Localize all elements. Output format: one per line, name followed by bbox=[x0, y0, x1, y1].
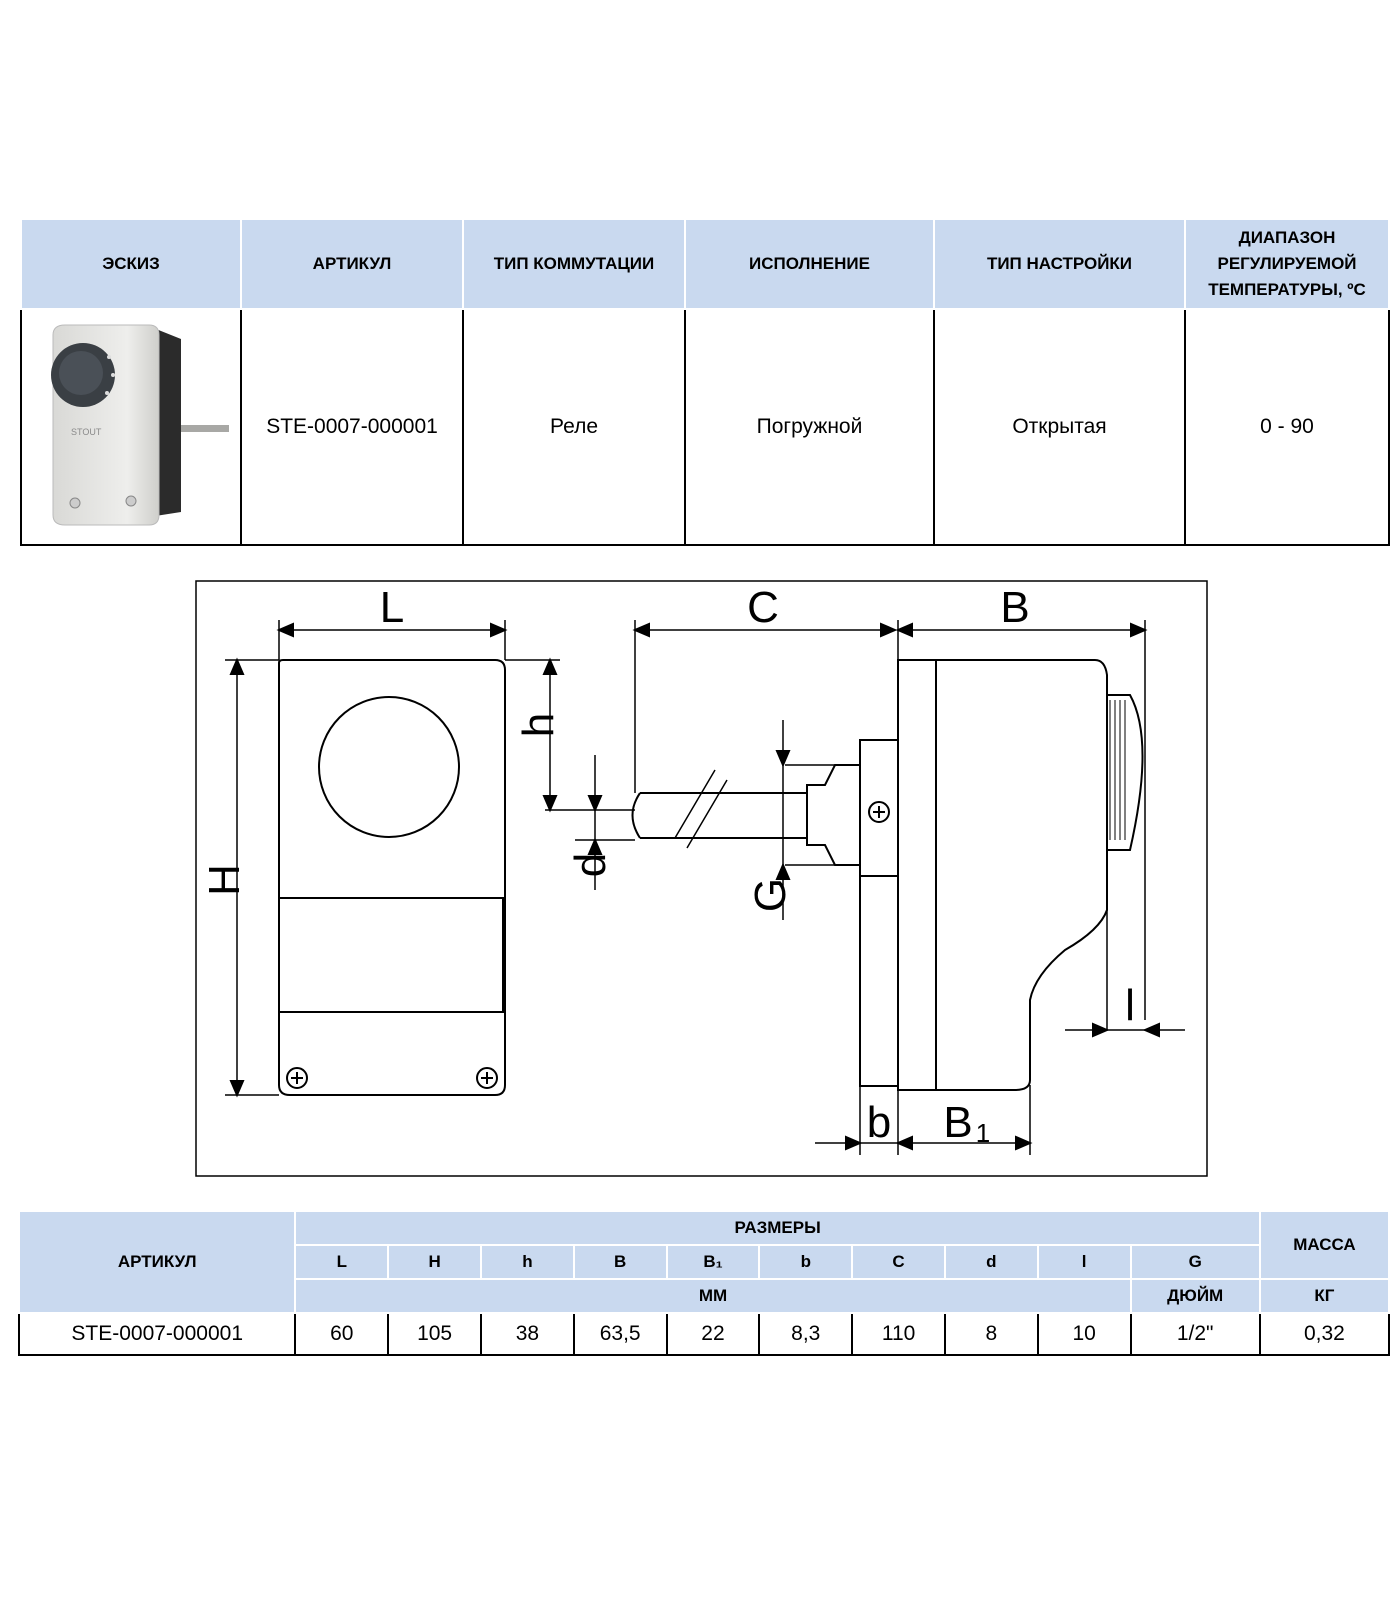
probe-icon bbox=[181, 425, 229, 432]
col-d: d bbox=[943, 1244, 1039, 1280]
cell-article: STE-0007-000001 bbox=[17, 1312, 297, 1356]
screw-icon bbox=[868, 801, 890, 823]
screw-icon bbox=[476, 1067, 498, 1089]
col-C: C bbox=[851, 1244, 946, 1280]
dimension-drawing: L C B H h d G l b B 1 bbox=[195, 580, 1208, 1177]
header-row: ЭСКИЗ АРТИКУЛ ТИП КОММУТАЦИИ ИСПОЛНЕНИЕ … bbox=[20, 218, 1390, 310]
cell-temp-range: 0 - 90 bbox=[1184, 308, 1390, 546]
cell-h: 38 bbox=[479, 1312, 575, 1356]
cell-B1: 22 bbox=[665, 1312, 761, 1356]
dim-label-L: L bbox=[380, 583, 404, 632]
header-setting-type: ТИП НАСТРОЙКИ bbox=[933, 218, 1186, 310]
dim-label-b: b bbox=[867, 1098, 891, 1147]
col-l: l bbox=[1036, 1244, 1132, 1280]
product-photo: STOUT bbox=[51, 324, 229, 526]
cell-B: 63,5 bbox=[572, 1312, 668, 1356]
unit-inch: ДЮЙМ bbox=[1129, 1278, 1261, 1314]
table-row: STE-0007-000001 60 105 38 63,5 22 8,3 11… bbox=[17, 1312, 1391, 1356]
dial-outline bbox=[318, 696, 460, 838]
cell-execution: Погружной bbox=[684, 308, 935, 546]
header-switch-type: ТИП КОММУТАЦИИ bbox=[462, 218, 686, 310]
header-sketch: ЭСКИЗ bbox=[20, 218, 242, 310]
table-row: STOUT STE-0007-000001 Реле Погружной Отк… bbox=[20, 308, 1390, 546]
cell-d: 8 bbox=[943, 1312, 1039, 1356]
cell-C: 110 bbox=[851, 1312, 946, 1356]
col-G: G bbox=[1129, 1244, 1261, 1280]
unit-kg: КГ bbox=[1258, 1278, 1391, 1314]
screw-icon bbox=[125, 495, 137, 507]
product-photo-cell: STOUT bbox=[20, 308, 242, 546]
front-label-panel bbox=[278, 897, 504, 1013]
dim-label-d: d bbox=[566, 853, 615, 877]
dim-label-B: B bbox=[1000, 583, 1029, 632]
dim-label-H: H bbox=[200, 864, 249, 896]
brand-logo: STOUT bbox=[71, 427, 102, 437]
header-sizes: РАЗМЕРЫ bbox=[294, 1210, 1261, 1246]
header-execution: ИСПОЛНЕНИЕ bbox=[684, 218, 935, 310]
cell-b: 8,3 bbox=[758, 1312, 854, 1356]
dim-label-C: C bbox=[747, 583, 779, 632]
col-H: H bbox=[387, 1244, 482, 1280]
col-b: b bbox=[758, 1244, 854, 1280]
col-B1: B₁ bbox=[665, 1244, 761, 1280]
cell-switch-type: Реле bbox=[462, 308, 686, 546]
screw-icon bbox=[286, 1067, 308, 1089]
product-table: ЭСКИЗ АРТИКУЛ ТИП КОММУТАЦИИ ИСПОЛНЕНИЕ … bbox=[20, 218, 1390, 546]
cell-mass: 0,32 bbox=[1258, 1312, 1391, 1356]
dim-label-G: G bbox=[746, 878, 795, 912]
front-view-body bbox=[278, 659, 506, 1096]
header-article: АРТИКУЛ bbox=[17, 1210, 297, 1314]
cell-L: 60 bbox=[294, 1312, 390, 1356]
cell-setting-type: Открытая bbox=[933, 308, 1186, 546]
dimensions-table: АРТИКУЛ РАЗМЕРЫ МАССА L H h B B₁ b C d l… bbox=[17, 1210, 1391, 1356]
dim-label-B1: B bbox=[943, 1098, 972, 1147]
col-h: h bbox=[479, 1244, 575, 1280]
cell-H: 105 bbox=[387, 1312, 482, 1356]
header-temp-range: ДИАПАЗОН РЕГУЛИРУЕМОЙ ТЕМПЕРАТУРЫ, ºС bbox=[1184, 218, 1390, 310]
dim-label-h: h bbox=[514, 713, 563, 737]
unit-mm: ММ bbox=[294, 1278, 1132, 1314]
header-mass: МАССА bbox=[1258, 1210, 1391, 1280]
cell-l: 10 bbox=[1036, 1312, 1132, 1356]
cell-G: 1/2" bbox=[1129, 1312, 1261, 1356]
col-L: L bbox=[294, 1244, 390, 1280]
header-article: АРТИКУЛ bbox=[240, 218, 464, 310]
dim-label-l: l bbox=[1125, 981, 1135, 1030]
drawing-frame bbox=[195, 580, 1208, 1177]
col-B: B bbox=[572, 1244, 668, 1280]
screw-icon bbox=[69, 497, 81, 509]
cell-article: STE-0007-000001 bbox=[240, 308, 464, 546]
dim-label-B1-sub: 1 bbox=[976, 1118, 990, 1148]
